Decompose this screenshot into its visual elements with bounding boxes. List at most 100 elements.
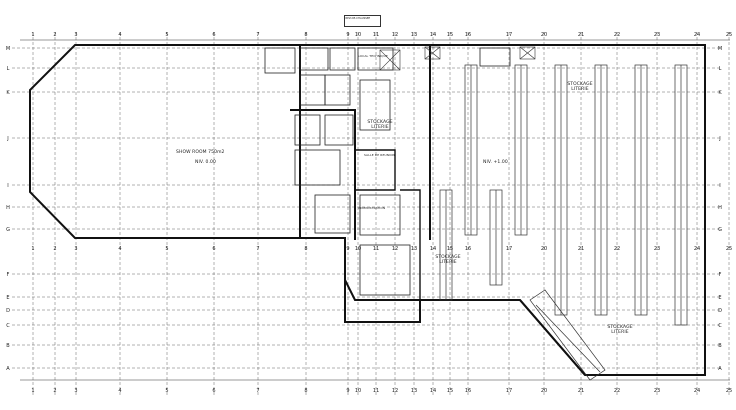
grid-row-label: J	[718, 136, 720, 142]
grid-row-label: K	[718, 90, 722, 96]
grid-column-label: 11	[373, 388, 379, 394]
grid-column-label: 14	[430, 246, 436, 252]
grid-row-label: F	[7, 272, 10, 278]
grid-column-label: 22	[614, 246, 620, 252]
grid-row-label: A	[718, 366, 722, 372]
grid-row-label: C	[718, 323, 722, 329]
grid-row-label: E	[718, 295, 721, 301]
grid-column-label: 15	[447, 388, 453, 394]
warehouse-level-label: NIV. +1.00	[483, 160, 508, 165]
grid-column-label: 24	[694, 32, 700, 38]
grid-column-label: 2	[53, 246, 56, 252]
grid-column-label: 21	[578, 32, 584, 38]
grid-column-label: 3	[74, 246, 77, 252]
grid-column-label: 22	[614, 388, 620, 394]
grid-column-label: 8	[304, 32, 307, 38]
grid-row-label: J	[6, 136, 8, 142]
technical-room-label: LOCAL TECHNIQUE	[358, 54, 388, 58]
grid-column-label: 11	[373, 32, 379, 38]
grid-column-label: 5	[165, 246, 168, 252]
grid-column-label: 21	[578, 388, 584, 394]
grid-column-label: 12	[392, 246, 398, 252]
grid-row-label: I	[7, 183, 8, 189]
grid-column-label: 1	[31, 32, 34, 38]
grid-column-label: 3	[74, 388, 77, 394]
showroom-label: SHOW ROOM 750m2	[176, 150, 225, 155]
grid-row-label: F	[719, 272, 722, 278]
showroom-level-label: NIV. 0.00	[195, 160, 216, 165]
grid-column-label: 20	[541, 32, 547, 38]
grid-column-label: 24	[694, 246, 700, 252]
grid-column-label: 24	[694, 388, 700, 394]
meeting-room-label: SALLE DE REUNION	[364, 153, 395, 157]
grid-column-label: 4	[118, 388, 121, 394]
grid-column-label: 20	[541, 388, 547, 394]
grid-column-label: 10	[355, 388, 361, 394]
grid-column-label: 13	[411, 388, 417, 394]
grid-row-label: E	[6, 295, 9, 301]
stockage-label-2: STOCKAGE LITERIE	[567, 82, 593, 92]
grid-column-label: 17	[506, 388, 512, 394]
grid-column-label: 17	[506, 246, 512, 252]
grid-column-label: 16	[465, 32, 471, 38]
grid-column-label: 12	[392, 32, 398, 38]
grid-row-label: H	[6, 205, 10, 211]
grid-row-label: D	[6, 308, 10, 314]
grid-row-label: B	[718, 343, 722, 349]
grid-column-label: 5	[165, 388, 168, 394]
stair-cross-boxes	[379, 46, 536, 71]
grid-column-label: 7	[256, 388, 259, 394]
grid-column-label: 9	[346, 388, 349, 394]
grid-column-label: 13	[411, 246, 417, 252]
grid-row-label: C	[6, 323, 10, 329]
grid-column-label: 1	[31, 246, 34, 252]
grid-column-label: 7	[256, 246, 259, 252]
grid-column-label: 14	[430, 32, 436, 38]
grid-column-label: 2	[53, 388, 56, 394]
grid-column-label: 23	[654, 388, 660, 394]
office-block-outline	[300, 44, 431, 240]
grid-row-label: L	[7, 66, 10, 72]
grid-column-label: 6	[212, 246, 215, 252]
grid-column-label: 9	[346, 32, 349, 38]
grid-row-label: I	[719, 183, 720, 189]
grid-row-label: M	[6, 46, 10, 52]
grid-labels: 1112223334445556667778889991010101111111…	[6, 32, 732, 394]
grid-column-label: 14	[430, 388, 436, 394]
grid-lines	[12, 32, 730, 395]
grid-column-label: 17	[506, 32, 512, 38]
grid-column-label: 1	[31, 388, 34, 394]
grid-column-label: 9	[346, 246, 349, 252]
grid-column-label: 4	[118, 246, 121, 252]
grid-column-label: 11	[373, 246, 379, 252]
grid-column-label: 22	[614, 32, 620, 38]
diagonal-ramp	[519, 289, 606, 381]
grid-column-label: 15	[447, 246, 453, 252]
core-wall	[290, 109, 356, 240]
grid-row-label: H	[718, 205, 722, 211]
grid-column-label: 8	[304, 246, 307, 252]
grid-column-label: 10	[355, 32, 361, 38]
grid-column-label: 2	[53, 32, 56, 38]
grid-row-label: B	[6, 343, 10, 349]
grid-column-label: 23	[654, 246, 660, 252]
grid-row-label: M	[718, 46, 722, 52]
grid-column-label: 10	[355, 246, 361, 252]
showroom-outline	[29, 44, 301, 239]
title-block: REZ-DE-CHAUSSEE	[344, 15, 381, 27]
grid-column-label: 6	[212, 32, 215, 38]
grid-column-label: 7	[256, 32, 259, 38]
grid-column-label: 25	[726, 246, 732, 252]
meeting-room-wall	[355, 149, 396, 191]
walls	[29, 44, 706, 376]
grid-row-label: A	[6, 366, 10, 372]
grid-column-label: 6	[212, 388, 215, 394]
grid-column-label: 21	[578, 246, 584, 252]
storage-racks	[439, 64, 688, 326]
grid-column-label: 5	[165, 32, 168, 38]
grid-column-label: 8	[304, 388, 307, 394]
stockage-label-1: STOCKAGE LITERIE	[367, 120, 393, 130]
stockage-label-4: STOCKAGE LITERIE	[607, 325, 633, 335]
grid-row-label: G	[718, 227, 722, 233]
